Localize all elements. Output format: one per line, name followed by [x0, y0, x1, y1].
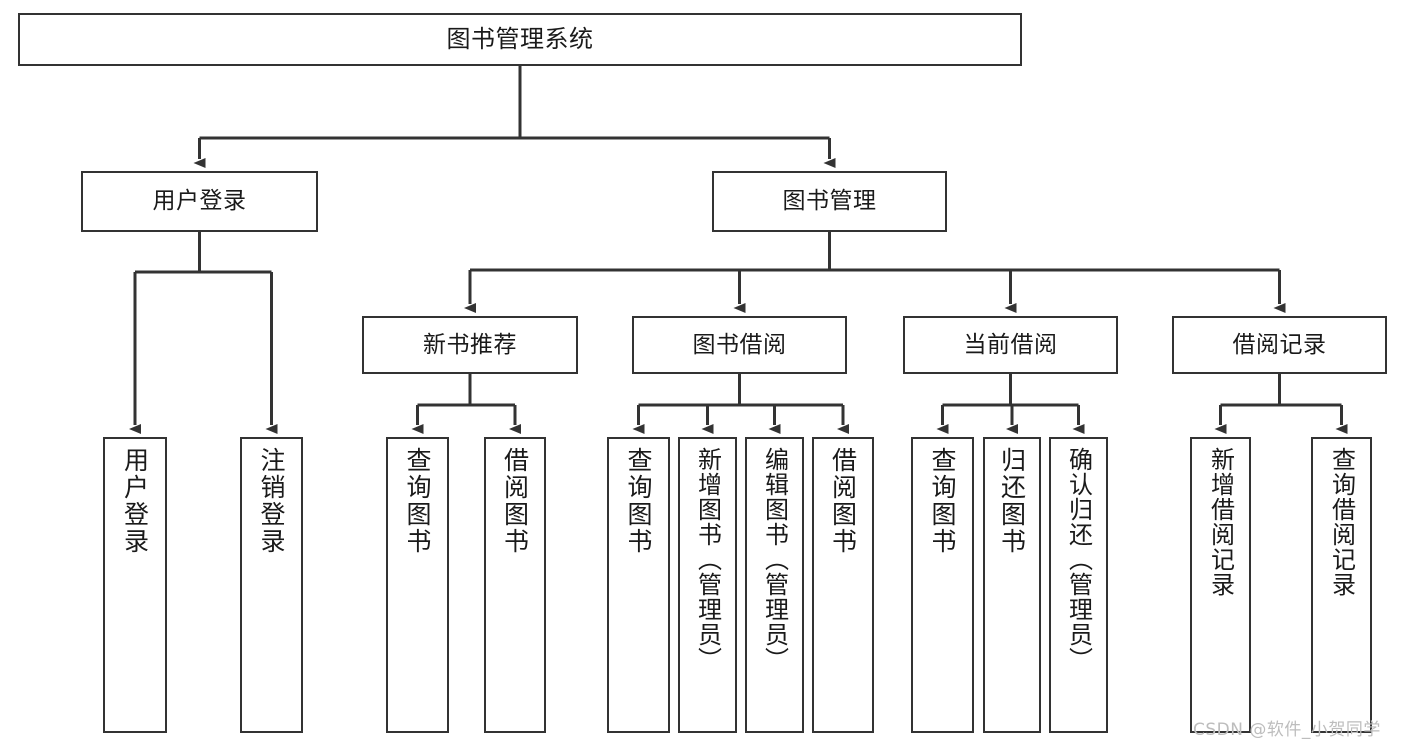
node-leaf-query-book-2[interactable]: 查询图书 — [607, 437, 670, 733]
node-new-book-recommend[interactable]: 新书推荐 — [362, 316, 578, 374]
node-book-borrow[interactable]: 图书借阅 — [632, 316, 847, 374]
node-leaf-logout-login[interactable]: 注销登录 — [240, 437, 303, 733]
node-label-borrow-record: 借阅记录 — [1232, 331, 1327, 358]
node-label-root: 图书管理系统 — [446, 24, 594, 53]
node-label-new-book-recommend: 新书推荐 — [423, 331, 517, 358]
node-leaf-query-book-3[interactable]: 查询图书 — [911, 437, 974, 733]
node-root[interactable]: 图书管理系统 — [18, 13, 1022, 66]
node-borrow-record[interactable]: 借阅记录 — [1172, 316, 1387, 374]
node-current-borrow[interactable]: 当前借阅 — [903, 316, 1118, 374]
node-leaf-confirm-return-admin[interactable]: 确认归还（管理员） — [1049, 437, 1108, 733]
node-label-book-manage: 图书管理 — [782, 188, 877, 215]
node-label-leaf-add-book-admin: 新增图书（管理员） — [693, 447, 722, 672]
node-label-user-login: 用户登录 — [152, 188, 247, 215]
node-label-leaf-confirm-return-admin: 确认归还（管理员） — [1064, 447, 1093, 672]
node-leaf-query-book-1[interactable]: 查询图书 — [386, 437, 449, 733]
node-label-current-borrow: 当前借阅 — [963, 331, 1058, 358]
node-leaf-edit-book-admin[interactable]: 编辑图书（管理员） — [745, 437, 804, 733]
node-label-leaf-query-borrow-record: 查询借阅记录 — [1327, 447, 1356, 597]
node-label-book-borrow: 图书借阅 — [692, 331, 787, 358]
node-user-login[interactable]: 用户登录 — [81, 171, 318, 232]
node-leaf-return-book[interactable]: 归还图书 — [983, 437, 1041, 733]
node-label-leaf-logout-login: 注销登录 — [257, 447, 286, 555]
node-label-leaf-add-borrow-record: 新增借阅记录 — [1206, 447, 1235, 597]
node-label-leaf-return-book: 归还图书 — [997, 447, 1027, 555]
node-leaf-add-book-admin[interactable]: 新增图书（管理员） — [678, 437, 737, 733]
watermark-text: CSDN @软件_小贺同学 — [1193, 720, 1381, 740]
node-leaf-borrow-book-2[interactable]: 借阅图书 — [812, 437, 874, 733]
node-leaf-borrow-book-1[interactable]: 借阅图书 — [484, 437, 546, 733]
node-label-leaf-query-book-2: 查询图书 — [624, 447, 653, 555]
node-label-leaf-query-book-1: 查询图书 — [403, 447, 432, 555]
node-label-leaf-query-book-3: 查询图书 — [928, 447, 957, 555]
node-label-leaf-borrow-book-1: 借阅图书 — [500, 447, 530, 555]
node-leaf-add-borrow-record[interactable]: 新增借阅记录 — [1190, 437, 1251, 733]
node-leaf-user-login[interactable]: 用户登录 — [103, 437, 167, 733]
node-leaf-query-borrow-record[interactable]: 查询借阅记录 — [1311, 437, 1372, 733]
node-label-leaf-user-login: 用户登录 — [120, 447, 150, 555]
node-book-manage[interactable]: 图书管理 — [712, 171, 947, 232]
node-label-leaf-edit-book-admin: 编辑图书（管理员） — [760, 447, 789, 672]
node-label-leaf-borrow-book-2: 借阅图书 — [828, 447, 858, 555]
